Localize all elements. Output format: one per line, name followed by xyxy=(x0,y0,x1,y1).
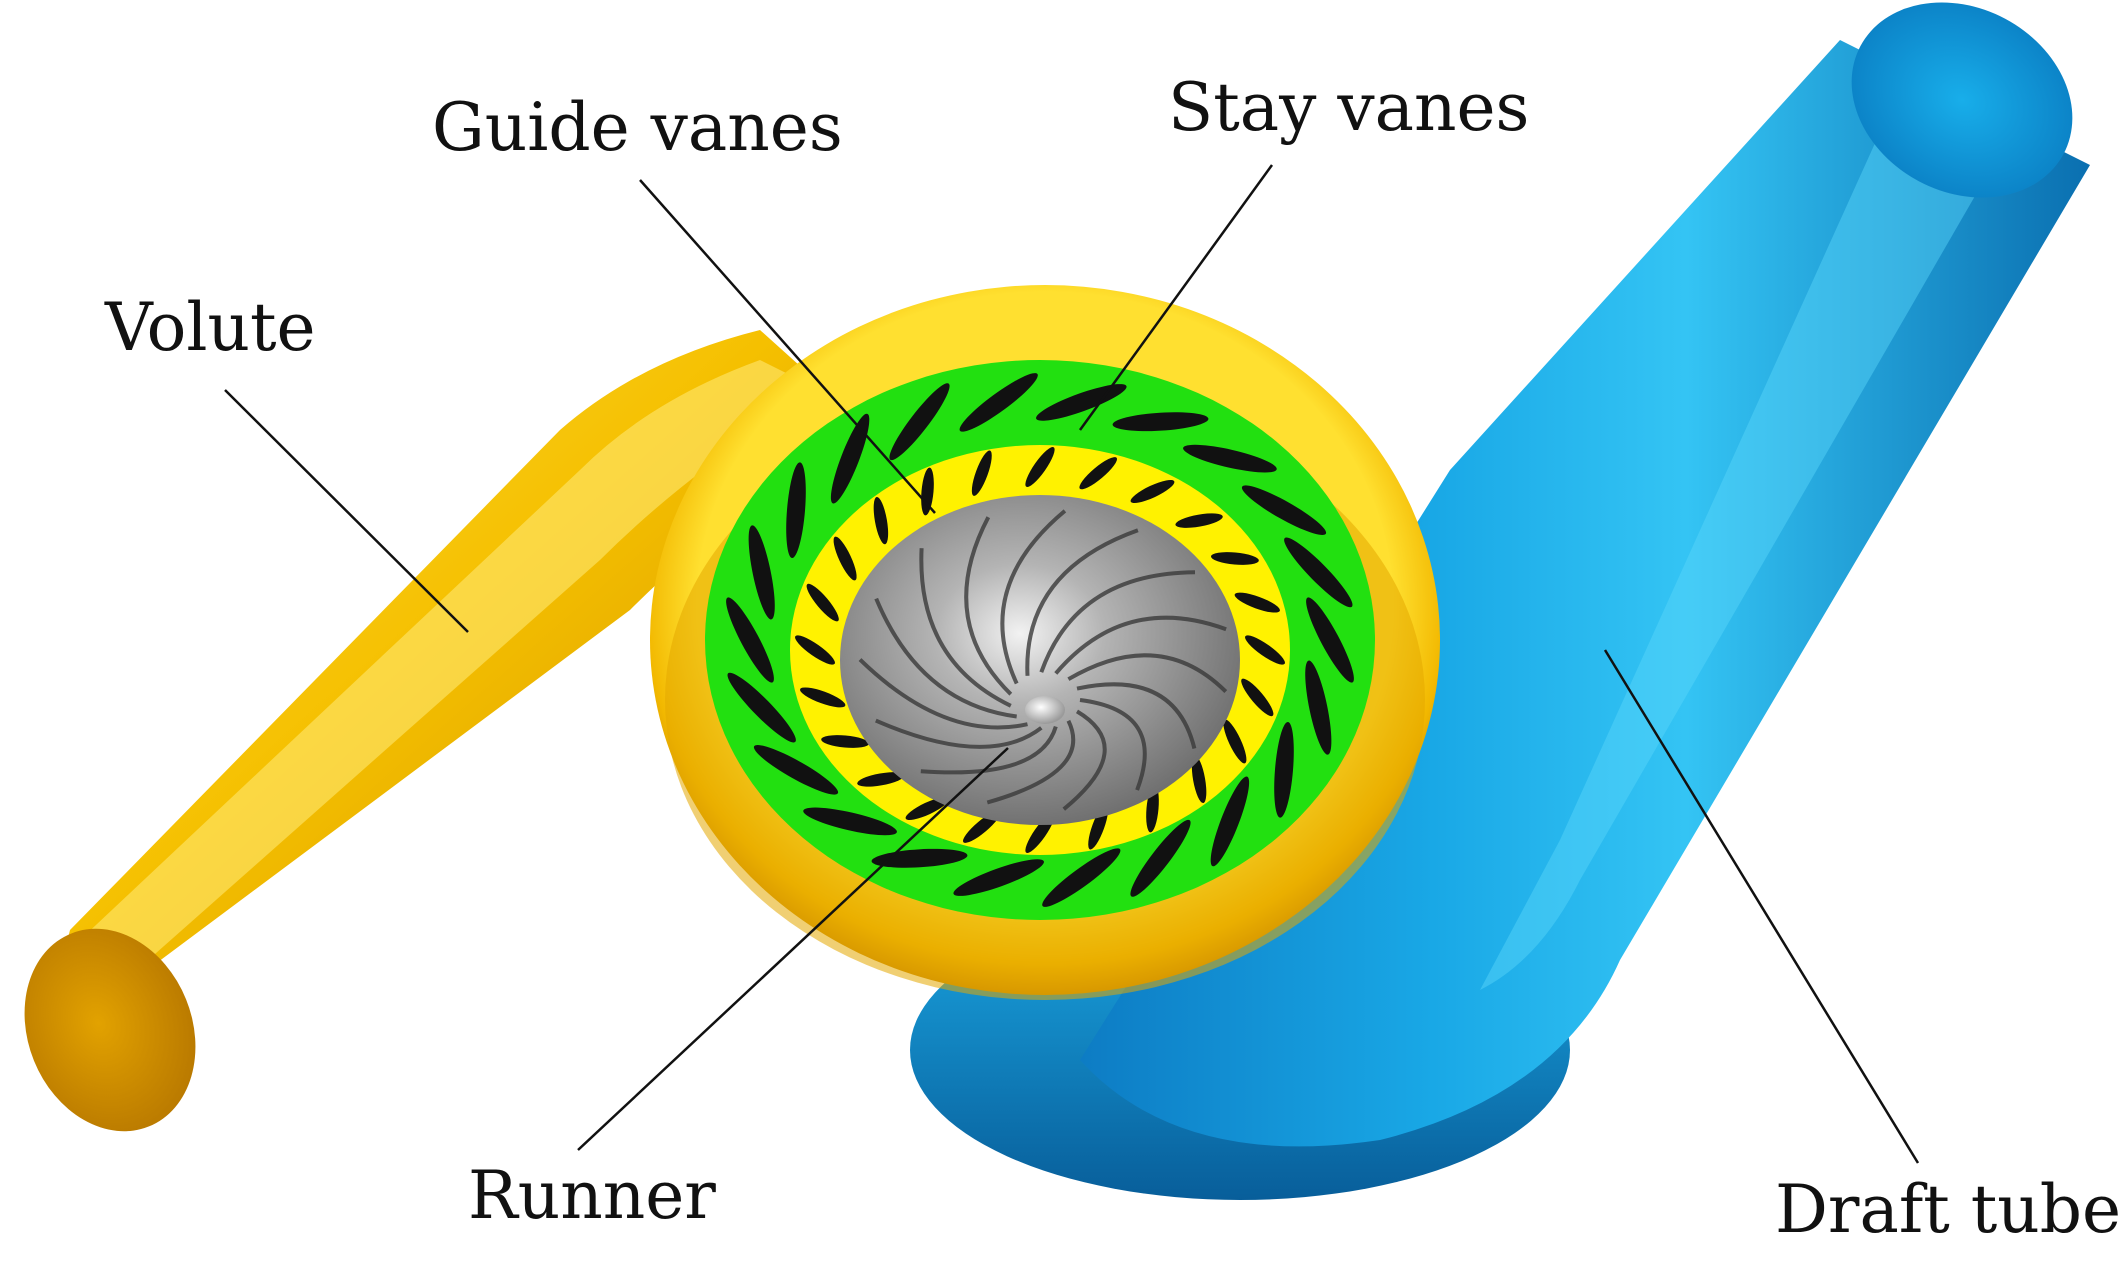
label-stay-vanes: Stay vanes xyxy=(1168,69,1529,146)
runner-blade xyxy=(1025,528,1139,676)
guide-vane xyxy=(833,536,857,581)
runner-blade xyxy=(1067,653,1228,694)
runner-blade xyxy=(1000,509,1067,685)
runner-hub xyxy=(1025,696,1065,724)
stay-vane xyxy=(1306,597,1354,683)
runner-blade xyxy=(858,658,1028,730)
runner-blade xyxy=(1079,698,1147,791)
volute-pipe-highlight xyxy=(80,360,820,985)
guide-vane xyxy=(971,450,992,496)
runner xyxy=(840,495,1240,825)
label-draft-tube: Draft tube xyxy=(1775,1171,2121,1248)
runner-blade xyxy=(1062,709,1107,811)
label-runner: Runner xyxy=(468,1157,716,1234)
stay-vane xyxy=(889,383,950,461)
leader-line-stay-vanes xyxy=(1078,164,1274,431)
leader-line-runner xyxy=(577,747,1009,1151)
runner-blades xyxy=(858,509,1228,811)
draft-tube-highlight xyxy=(1480,110,1990,990)
runner-blade xyxy=(1054,615,1227,675)
guide-vane xyxy=(1079,457,1117,490)
guide-vane xyxy=(905,796,950,821)
guide-vane xyxy=(873,496,889,545)
stay-vane xyxy=(1112,412,1209,432)
guide-vane xyxy=(1245,635,1285,665)
runner-blade xyxy=(1076,682,1197,749)
runner-blade xyxy=(986,719,1076,805)
guide-vane xyxy=(857,772,905,787)
runner-blade xyxy=(919,548,1012,708)
stay-vanes xyxy=(726,373,1354,907)
guide-vane xyxy=(921,467,934,516)
stay-vane xyxy=(1305,660,1332,755)
guide-vane xyxy=(821,735,870,748)
label-volute: Volute xyxy=(104,289,316,366)
stay-vane xyxy=(1042,848,1121,907)
leader-line-guide-vanes xyxy=(639,179,936,514)
guide-vane xyxy=(1130,479,1175,504)
guide-vane xyxy=(806,583,839,622)
stay-vane xyxy=(748,525,775,620)
labels: Volute Guide vanes Stay vanes Runner Dra… xyxy=(104,69,2121,1248)
guide-vane xyxy=(1223,719,1247,764)
guide-vane xyxy=(1191,755,1207,804)
guide-vane xyxy=(1241,678,1274,717)
stay-vane xyxy=(786,462,806,559)
runner-blade xyxy=(874,597,1017,719)
stay-vane xyxy=(830,413,870,504)
guide-vane xyxy=(800,687,846,708)
stay-vane xyxy=(953,859,1044,896)
guide-vane xyxy=(1234,592,1280,613)
stay-vane xyxy=(727,672,796,743)
guide-vane xyxy=(795,635,835,665)
stay-vane xyxy=(1183,444,1277,473)
leader-lines xyxy=(224,164,1920,1164)
runner-blade xyxy=(1039,570,1196,673)
runner-blade xyxy=(875,718,1043,749)
stay-vane xyxy=(726,597,774,683)
label-guide-vanes: Guide vanes xyxy=(432,89,843,166)
stay-vane xyxy=(1036,384,1127,421)
stay-vane xyxy=(753,745,839,795)
leader-line-volute xyxy=(224,389,469,633)
stay-vane xyxy=(1210,776,1250,867)
stay-vane xyxy=(1130,819,1191,897)
guide-vane xyxy=(1175,513,1223,528)
stay-vane xyxy=(803,807,897,836)
volute-inlet-end xyxy=(24,928,196,1132)
stay-vane xyxy=(1284,537,1353,608)
runner-blade xyxy=(920,725,1058,775)
runner-blade xyxy=(964,516,1013,696)
stay-vane xyxy=(959,373,1038,432)
guide-vane xyxy=(1025,447,1055,487)
draft-tube-outlet xyxy=(1851,2,2073,198)
stay-vane xyxy=(1241,485,1327,535)
leader-line-draft-tube xyxy=(1603,649,1920,1164)
guide-vane xyxy=(1210,552,1259,565)
stay-vane xyxy=(1274,721,1294,818)
